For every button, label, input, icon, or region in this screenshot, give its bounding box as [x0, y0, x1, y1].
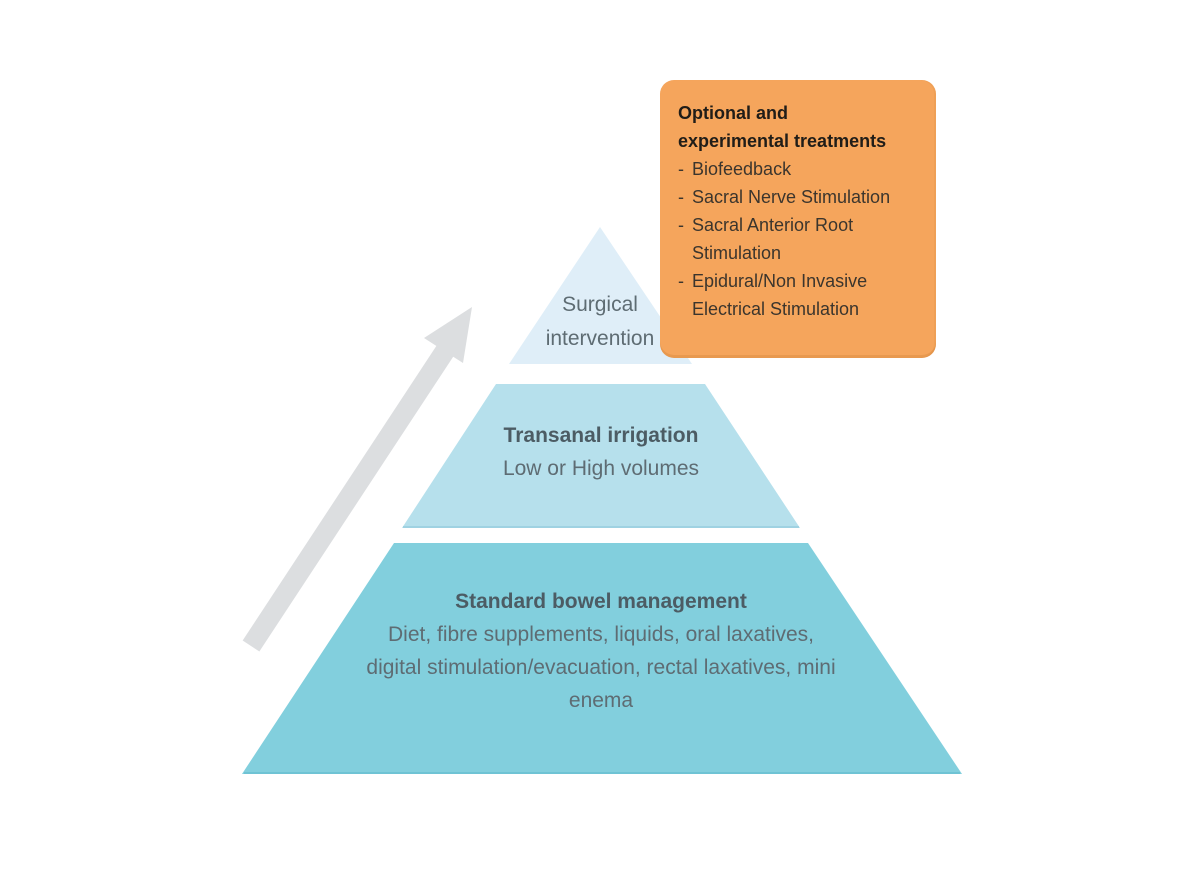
tier-label-standard: Standard bowel management Diet, fibre su…: [366, 585, 836, 717]
tier-standard-title: Standard bowel management: [455, 590, 747, 613]
callout-item-text: Biofeedback: [692, 159, 792, 179]
dash-bullet: -: [678, 187, 684, 207]
callout-item-text: Sacral Anterior Root Stimulation: [692, 215, 854, 263]
callout-title-line: Optional and: [678, 103, 788, 123]
callout-list: - Biofeedback - Sacral Nerve Stimulation…: [678, 155, 923, 323]
escalation-arrow-icon: [242, 307, 472, 652]
tier-label-transanal: Transanal irrigation Low or High volumes: [401, 419, 801, 485]
tier-shape-surgical: [509, 227, 692, 364]
callout-list-item: - Sacral Anterior Root Stimulation: [678, 211, 923, 267]
callout-item-text: Sacral Nerve Stimulation: [692, 187, 891, 207]
tier-transanal-title: Transanal irrigation: [503, 424, 699, 447]
callout-list-item: - Sacral Nerve Stimulation: [678, 183, 923, 211]
tier-surgical-title: Surgical intervention: [545, 293, 655, 350]
tier-label-surgical: Surgical intervention: [515, 288, 685, 356]
dash-bullet: -: [678, 159, 684, 179]
callout-list-item: - Epidural/Non Invasive Electrical Stimu…: [678, 267, 923, 323]
tier-shape-standard: [242, 543, 962, 774]
dash-bullet: -: [678, 271, 684, 291]
dash-bullet: -: [678, 215, 684, 235]
callout-title-line: experimental treatments: [678, 131, 887, 151]
optional-treatments-callout: Optional and experimental treatments - B…: [660, 80, 936, 358]
callout-item-text: Epidural/Non Invasive Electrical Stimula…: [692, 271, 868, 319]
tier-shape-transanal: [402, 384, 800, 528]
tier-transanal-subtitle: Low or High volumes: [502, 457, 700, 480]
callout-list-item: - Biofeedback: [678, 155, 923, 183]
callout-title: Optional and experimental treatments: [678, 99, 923, 155]
tier-standard-description: Diet, fibre supplements, liquids, oral l…: [366, 623, 836, 712]
